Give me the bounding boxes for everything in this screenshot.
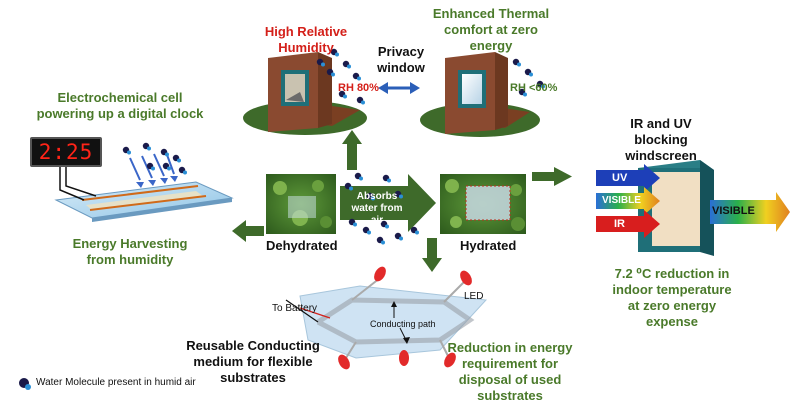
electrochemical-cell (54, 151, 234, 222)
dehydrated-label: Dehydrated (266, 238, 338, 253)
energy-harvesting-label: Energy Harvesting from humidity (72, 236, 188, 267)
led-label: LED (464, 291, 484, 302)
water-molecule (122, 146, 131, 155)
water-molecule (338, 90, 347, 99)
water-molecule (142, 142, 151, 151)
uv-ray-arrow (596, 164, 660, 192)
water-molecule (376, 236, 385, 245)
arrow-left-to-cell (232, 220, 264, 242)
dehydrated-sample-image (266, 174, 336, 234)
water-molecule (342, 60, 351, 69)
electrochemical-label: Electrochemical cell powering up a digit… (36, 90, 204, 121)
digital-clock: 2:25 (30, 137, 102, 167)
hydrated-sample-image (440, 174, 526, 234)
privacy-double-arrow (378, 82, 420, 94)
water-molecule (394, 190, 403, 199)
privacy-window-label: Privacy window (377, 44, 425, 75)
water-molecule (354, 172, 363, 181)
water-molecule (536, 80, 545, 89)
legend-label: Water Molecule present in humid air (36, 377, 196, 388)
energy-reduction-label: Reduction in energy requirement for disp… (447, 340, 573, 403)
water-molecule (316, 58, 325, 67)
visible-ray-arrow (596, 187, 660, 215)
water-molecule (160, 148, 169, 157)
water-molecule-icon (18, 377, 31, 390)
water-molecule (172, 154, 181, 163)
water-molecule (352, 72, 361, 81)
visible-output-arrow (710, 192, 790, 232)
hydrated-label: Hydrated (460, 238, 517, 253)
visible-in-label: VISIBLE (602, 195, 641, 206)
absorbs-water-arrow (340, 174, 436, 232)
temperature-reduction-label: 7.2 ⁰C reduction in indoor temperature a… (612, 266, 732, 329)
comfort-window-scene (420, 52, 540, 137)
visible-out-label: VISIBLE (712, 205, 755, 217)
rh-80-label: RH 80% (338, 82, 379, 94)
enhanced-comfort-label: Enhanced Thermal comfort at zero energy (432, 6, 550, 53)
water-molecule (162, 162, 171, 171)
water-molecule (524, 68, 533, 77)
water-molecule (518, 88, 527, 97)
absorbs-water-label: Absorbs water from air (351, 191, 403, 226)
water-molecule (410, 226, 419, 235)
ir-label: IR (614, 218, 625, 230)
ir-ray-arrow (596, 210, 660, 238)
water-molecule (362, 226, 371, 235)
water-molecule (512, 58, 521, 67)
arrow-right-to-windscreen (532, 167, 572, 186)
water-molecule (366, 192, 375, 201)
water-molecule (380, 220, 389, 229)
water-molecule (356, 96, 365, 105)
conducting-path-label: Conducting path (370, 319, 436, 329)
reusable-medium-label: Reusable Conducting medium for flexible … (186, 338, 320, 385)
windscreen-title: IR and UV blocking windscreen (625, 116, 697, 163)
to-battery-label: To Battery (272, 303, 318, 314)
high-rh-label: High Relative Humidity (264, 24, 348, 55)
water-molecules (122, 48, 545, 245)
water-molecule (330, 48, 339, 57)
water-molecule (326, 68, 335, 77)
led-bulbs (338, 266, 472, 370)
water-molecule (382, 174, 391, 183)
water-molecule (178, 166, 187, 175)
arrow-up-to-windows (342, 130, 362, 170)
water-molecule (348, 218, 357, 227)
uv-label: UV (612, 172, 628, 184)
arrow-down-to-led (422, 238, 442, 272)
led-conducting-board (285, 277, 488, 359)
rh-60-label: RH <60% (510, 82, 558, 94)
water-molecule (146, 162, 155, 171)
water-molecule (394, 232, 403, 241)
water-molecule (344, 182, 353, 191)
